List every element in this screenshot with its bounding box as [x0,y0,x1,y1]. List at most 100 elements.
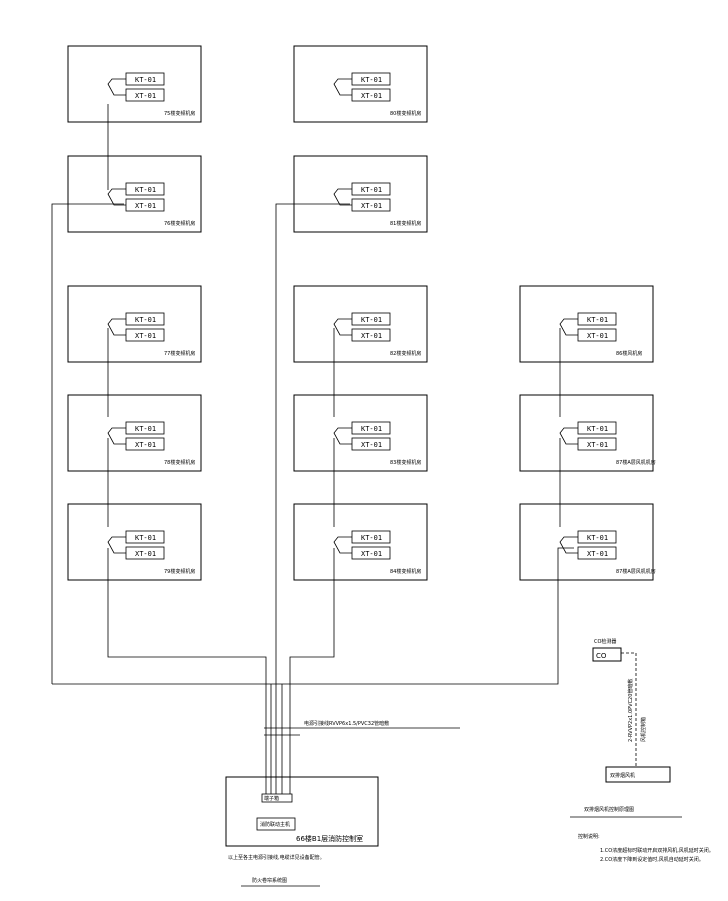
terminal-hook [107,188,126,206]
room-label: 87楼A层风机机房 [616,568,656,575]
terminal-kt-label: KT-01 [361,186,382,194]
terminal-kt-label: KT-01 [135,186,156,194]
room-box [519,285,654,363]
terminal-kt-label: KT-01 [135,316,156,324]
room-box [293,394,428,472]
left-caption: 防火卷帘系统图 [252,877,287,884]
terminal-xt-label: XT-01 [361,550,382,558]
terminal-xt-label: XT-01 [361,92,382,100]
fan-box [605,766,671,783]
co-box-text: CO [596,652,607,660]
right-note-title: 控制说明: [578,833,600,840]
terminal-xt-label: XT-01 [587,441,608,449]
terminal-xt-label: XT-01 [361,441,382,449]
terminal-xt-label: XT-01 [135,550,156,558]
room-label: 75楼变频机房 [164,110,195,117]
terminal-hook [333,188,352,206]
terminal-hook [333,427,352,445]
right-note-line2: 2.CO浓度下降到设定值时,风机自动延时关闭。 [600,856,704,863]
control-room-title: 66楼B1层消防控制室 [296,834,363,843]
wires-layer [51,104,682,887]
terminal-hook [107,78,126,96]
room-label: 83楼变频机房 [390,459,421,466]
room-box [293,285,428,363]
fire-panel-box [256,817,296,831]
fire-panel-label: 消防联动主机 [260,821,290,828]
terminal-kt-label: KT-01 [587,425,608,433]
room-label: 78楼变频机房 [164,459,195,466]
right-note-line1: 1.CO浓度超标时联动开启双排风机,风机延时关闭。 [600,847,714,854]
vertical-note-2: 风机控制箱 [640,717,647,742]
text-layer: 电源引接线RVVP6x1.5/PVC32管暗敷 66楼B1层消防控制室 端子箱 … [228,638,714,884]
co-detector-box [592,647,622,662]
room-label: 87楼A层风机机房 [616,459,656,466]
co-label: CO检测器 [594,638,616,645]
terminal-xt-label: XT-01 [361,202,382,210]
rooms-layer: KT-01XT-0175楼变频机房KT-01XT-0176楼变频机房KT-01X… [67,45,656,581]
terminal-xt-label: XT-01 [587,332,608,340]
terminal-xt-label: XT-01 [135,202,156,210]
terminal-hook [333,78,352,96]
trunk-label: 电源引接线RVVP6x1.5/PVC32管暗敷 [304,720,389,727]
terminal-hook [333,536,352,554]
terminal-xt-label: XT-01 [135,441,156,449]
terminal-box-label: 端子箱 [264,795,279,802]
terminal-kt-label: KT-01 [361,316,382,324]
terminal-kt-label: KT-01 [135,534,156,542]
fan-box-label: 双排烟风机 [610,772,635,779]
terminal-hook [107,427,126,445]
terminal-hook [559,427,578,445]
room-box [67,45,202,123]
terminal-kt-label: KT-01 [361,76,382,84]
room-label: 80楼变频机房 [390,110,421,117]
terminal-kt-label: KT-01 [587,316,608,324]
terminal-xt-label: XT-01 [135,332,156,340]
terminal-hook [559,536,578,554]
terminal-hook [107,536,126,554]
room-label: 77楼变频机房 [164,350,195,357]
room-box [519,503,654,581]
terminal-kt-label: KT-01 [361,425,382,433]
terminal-xt-label: XT-01 [587,550,608,558]
terminal-kt-label: KT-01 [361,534,382,542]
terminal-hook [107,318,126,336]
room-label: 82楼变频机房 [390,350,421,357]
room-label: 79楼变频机房 [164,568,195,575]
room-box [293,45,428,123]
terminal-hook [333,318,352,336]
room-box [67,394,202,472]
right-caption: 双排烟风机控制原理图 [584,806,634,813]
room-box [67,503,202,581]
room-box [519,394,654,472]
room-box [293,503,428,581]
terminal-kt-label: KT-01 [135,425,156,433]
room-label: 76楼变频机房 [164,220,195,227]
room-box [293,155,428,233]
vertical-note: 2-RVVP2x1.0PVC20管暗敷 [627,679,634,742]
terminal-kt-label: KT-01 [587,534,608,542]
terminal-xt-label: XT-01 [135,92,156,100]
terminal-hook [559,318,578,336]
terminal-box [261,793,293,803]
terminal-xt-label: XT-01 [361,332,382,340]
left-note: 以上至各主电源引接线,电缆详见设备配管。 [228,854,325,861]
room-box [67,285,202,363]
terminal-kt-label: KT-01 [135,76,156,84]
control-room-box [225,776,379,847]
room-box [67,155,202,233]
room-label: 81楼变频机房 [390,220,421,227]
